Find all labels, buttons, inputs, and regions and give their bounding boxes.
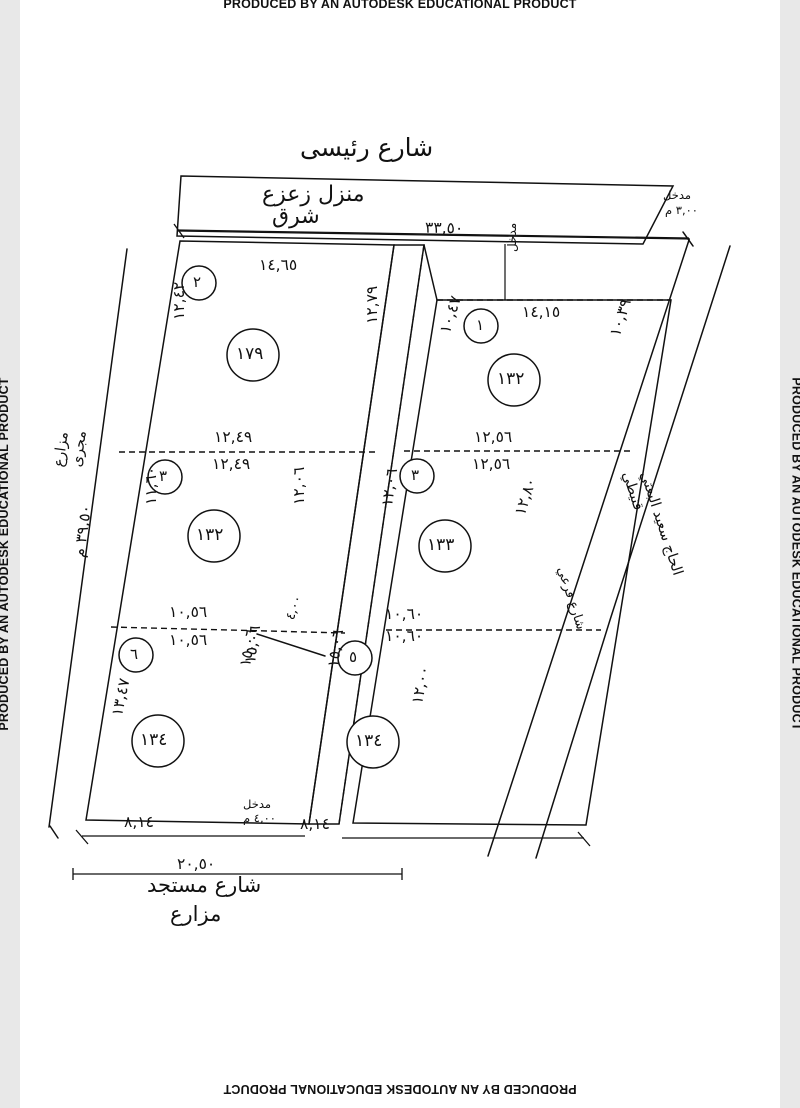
plot-area-5: ١٣٤: [355, 731, 383, 751]
plot3-dim-bottom: ١٠,٦٠: [385, 605, 424, 623]
bottom-total-dimension: ٢٠,٥٠: [177, 855, 216, 873]
plot4-dim-right: ١٢,٠٦: [290, 466, 308, 505]
plot-area-6: ١٣٤: [140, 730, 168, 750]
plot4-dim-bottom: ١٠,٥٦: [169, 603, 208, 621]
neighbor-house-direction-label: شرق: [272, 204, 320, 229]
mid-entrance-dimension: ٤,٠٠ م: [243, 811, 276, 825]
plot-number-3: ٣: [411, 466, 420, 484]
strip-width-marker: [256, 633, 326, 657]
plot-area-circle-5: [346, 715, 400, 769]
plot-area-circle-2: [226, 328, 280, 382]
plot-area-circle-6: [131, 714, 185, 768]
plot3-dim-top: ١٢,٥٦: [472, 455, 511, 473]
plot-number-circle-6: [118, 637, 154, 673]
plot-area-2: ١٧٩: [236, 344, 264, 364]
plot-number-2: ٢: [193, 273, 202, 291]
plot-area-3: ١٣٣: [427, 535, 455, 555]
division-plot4-plot6: [110, 626, 346, 634]
plot-area-circle-3: [418, 519, 472, 573]
plot-number-5: ٥: [349, 648, 358, 666]
right-street-outer-line: [535, 245, 731, 859]
plot-area-circle-4: [187, 509, 241, 563]
dimension-top-boundary: ٣٣,٥٠: [424, 218, 464, 238]
dimension-tick-plot6-bottom: [75, 829, 89, 845]
mid-entrance-label: مدخل: [243, 797, 272, 811]
dimension-tick-bottom: [72, 868, 403, 880]
eastern-block-jog: [423, 244, 438, 301]
plot6-dim-bottom: ٨,١٤: [124, 813, 154, 831]
plot-area-1: ١٣٢: [497, 369, 525, 389]
top-right-entrance-dimension: ٣,٠٠ م: [665, 203, 698, 217]
right-street-inner-line: [487, 239, 690, 857]
plot2-dim-bottom: ١٢,٤٩: [214, 428, 253, 446]
plot4-dim-top: ١٢,٤٩: [212, 455, 251, 473]
plot6-dim-top: ١٠,٥٦: [169, 631, 208, 649]
dimension-line-top: [177, 230, 691, 240]
plot-number-circle-4: [147, 459, 183, 495]
plot-number-circle-3: [399, 458, 435, 494]
neighbor-house-inner-line: [177, 229, 690, 239]
bottom-street-label: شارع مستجد: [147, 873, 262, 897]
plot-number-6: ٦: [130, 645, 139, 663]
dimension-tick-plot5-bottom: [577, 831, 591, 847]
left-channel-end-tick: [49, 825, 59, 839]
plot-area-circle-1: [487, 353, 541, 407]
plot-area-4: ١٣٢: [196, 525, 224, 545]
left-channel-outer-line: [48, 248, 128, 828]
top-middle-entrance-label: مدخل: [505, 222, 519, 252]
plot2-dim-top: ١٤,٦٥: [259, 256, 298, 274]
plot-number-1: ١: [476, 316, 485, 334]
main-street-label: شارع رئيسى: [300, 133, 434, 162]
neighbor-house-outline: [176, 175, 675, 245]
plot1-dim-bottom: ١٢,٥٦: [474, 428, 513, 446]
strip-east-edge-dashed: [338, 244, 425, 825]
plot-number-circle-1: [463, 308, 499, 344]
watermark-top: PRODUCED BY AN AUTODESK EDUCATIONAL PROD…: [223, 0, 577, 11]
top-right-entrance-label: مدخل: [663, 188, 692, 202]
plot-number-circle-5: [337, 640, 373, 676]
plot-number-4: ٣: [159, 467, 168, 485]
plot4-dim-left: ١١,٦٠: [142, 466, 160, 505]
right-boundary-tick: [682, 231, 694, 247]
plot1-dim-top: ١٤,١٥: [522, 303, 561, 321]
plot2-dim-left: ١٢,٤٢: [170, 281, 188, 320]
neighbor-house-label: منزل زعزع: [262, 182, 365, 207]
plot2-dim-right: ١٢,٧٩: [363, 285, 381, 324]
plot5-dim-bottom: ٨,١٤: [300, 815, 330, 833]
plot5-dim-top: ١٠,٦٠: [385, 627, 424, 645]
plot-number-circle-2: [181, 265, 217, 301]
bottom-street-label-2: مزارع: [170, 902, 222, 926]
